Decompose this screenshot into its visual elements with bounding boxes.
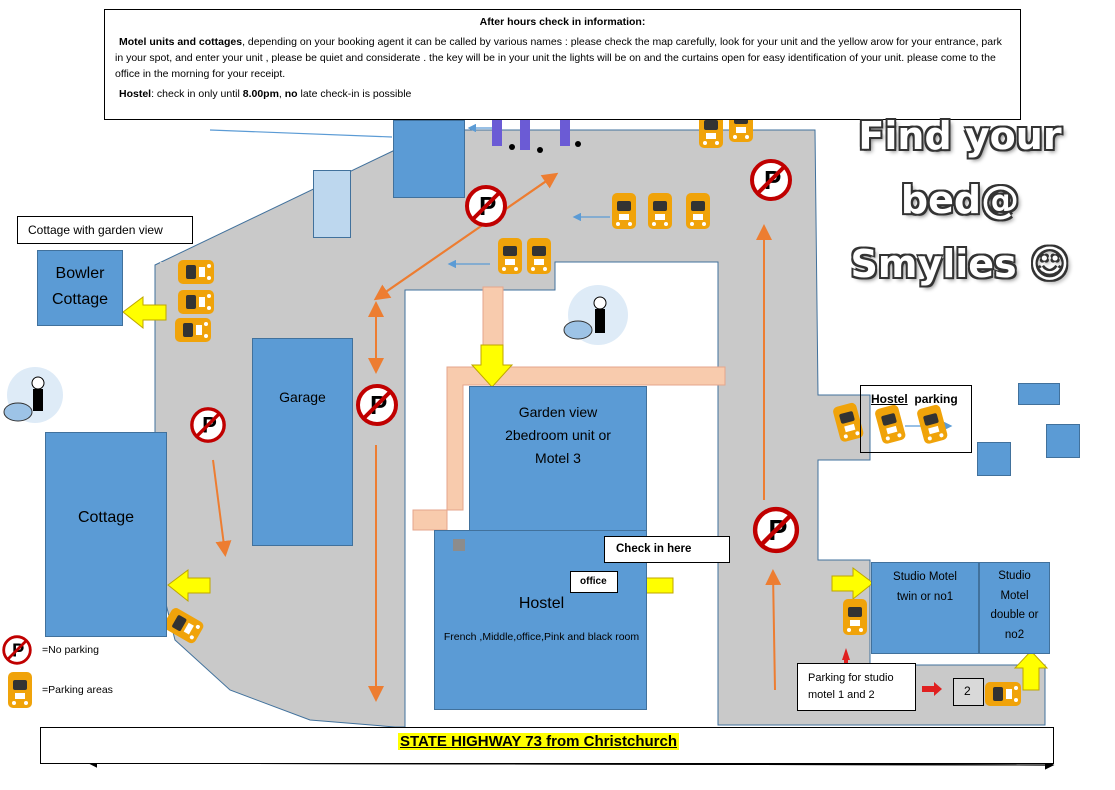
car-icon <box>8 672 32 708</box>
car-icon <box>527 238 551 274</box>
laundry-icon <box>563 285 628 345</box>
bowler-label-2: Cottage <box>51 291 109 308</box>
car-icon <box>178 260 214 284</box>
info-motel-paragraph: Motel units and cottages, depending on y… <box>115 34 1010 82</box>
legend-no-parking: =No parking <box>42 644 99 656</box>
car-icon <box>985 682 1021 706</box>
reception-laundry-building <box>393 120 465 198</box>
hostel-parking-label-1: Hostel <box>871 392 908 406</box>
studio1-label-1: Studio Motel <box>893 571 957 583</box>
no-parking-icon <box>190 407 226 443</box>
legend-parking-areas: =Parking areas <box>42 684 113 696</box>
traffic-arrows <box>212 172 782 702</box>
bike-racks <box>492 116 581 153</box>
laundry-icon <box>3 367 63 423</box>
entrance-arrow-icon <box>470 344 514 388</box>
info-hostel-time: 8.00pm <box>242 88 279 100</box>
hostel-label: Hostel <box>518 595 565 612</box>
cottage-label: Cottage <box>77 509 135 526</box>
no-parking-icon <box>465 185 507 227</box>
cottage: Cottage <box>45 432 167 637</box>
info-motel-text: , depending on your booking agent it can… <box>115 36 1002 80</box>
studio1-label-2: twin or no1 <box>896 591 954 603</box>
studio2-label-1: Studio <box>998 570 1031 582</box>
car-icon <box>498 238 522 274</box>
info-hostel-tail: late check-in is possible <box>297 88 412 100</box>
title-line-1: Find your <box>858 114 1062 158</box>
no-parking-icon <box>755 509 797 551</box>
car-icon <box>175 318 211 342</box>
no-parking-icon <box>356 384 398 426</box>
parking-spot-2: 2 <box>953 678 984 706</box>
studio2-label-4: no2 <box>1004 628 1025 641</box>
hostel-parking-area: Hostel parking <box>860 385 972 453</box>
car-icon <box>843 599 867 635</box>
garden-view-label-2: 2bedroom unit or <box>505 427 611 443</box>
garden-view-label-1: Garden view <box>518 404 598 420</box>
entrance-arrow-icon <box>1013 650 1049 691</box>
annex-block-2 <box>1046 424 1080 458</box>
studio2-label-2: Motel <box>1000 589 1029 602</box>
studio-parking-label-1: Parking for studio <box>808 672 894 684</box>
office-label: office <box>570 571 618 593</box>
highway-label: STATE HIGHWAY 73 from Christchurch <box>398 733 679 750</box>
hostel-parking-label-2: parking <box>914 392 958 406</box>
info-hostel-bold: Hostel <box>119 88 152 100</box>
hostel-rooms-label: French ,Middle,office,Pink and black roo… <box>443 631 640 643</box>
car-icon <box>612 193 636 229</box>
garden-view-unit: Garden view 2bedroom unit or Motel 3 <box>469 386 647 534</box>
entrance-arrow-icon <box>122 296 167 330</box>
studio-motel-2: Studio Motel double or no2 <box>979 562 1050 654</box>
studio2-label-3: double or <box>990 609 1039 621</box>
bowler-cottage: Bowler Cottage <box>37 250 123 326</box>
entrance-arrow-icon <box>167 569 211 603</box>
title-line-2: bed@ <box>900 178 1020 222</box>
annex-block-3 <box>977 442 1011 476</box>
hostel-door <box>453 539 465 551</box>
info-hostel-no: no <box>284 88 298 100</box>
car-icon <box>648 193 672 229</box>
no-parking-icon <box>750 159 792 201</box>
no-parking-icon <box>2 635 32 665</box>
info-motel-bold: Motel units and cottages <box>119 36 243 48</box>
info-hostel-sep: , <box>278 88 285 100</box>
car-icon <box>686 193 710 229</box>
info-hostel-paragraph: Hostel: check in only until 8.00pm, no l… <box>115 86 1010 102</box>
garage: Garage <box>252 338 353 546</box>
studio-motel-1: Studio Motel twin or no1 <box>871 562 979 654</box>
cottage-garden-view-label: Cottage with garden view <box>17 216 193 244</box>
garden-view-label-3: Motel 3 <box>535 450 581 466</box>
annex-block-1 <box>1018 383 1060 405</box>
page-title: Find your bed@ Smylies ☺ <box>845 104 1075 296</box>
garage-label: Garage <box>279 389 326 405</box>
after-hours-info: After hours check in information: Motel … <box>104 9 1021 120</box>
small-shed <box>313 170 351 238</box>
car-icon <box>178 290 214 314</box>
title-line-3: Smylies ☺ <box>850 242 1070 286</box>
studio-parking-label-2: motel 1 and 2 <box>808 689 875 701</box>
check-in-label: Check in here <box>604 536 730 563</box>
entrance-arrow-icon <box>831 567 874 601</box>
bowler-label-1: Bowler <box>55 265 105 282</box>
studio-parking-label: Parking for studio motel 1 and 2 <box>797 663 916 711</box>
info-hostel-text: : check in only until <box>151 88 243 100</box>
info-title: After hours check in information: <box>479 16 646 28</box>
